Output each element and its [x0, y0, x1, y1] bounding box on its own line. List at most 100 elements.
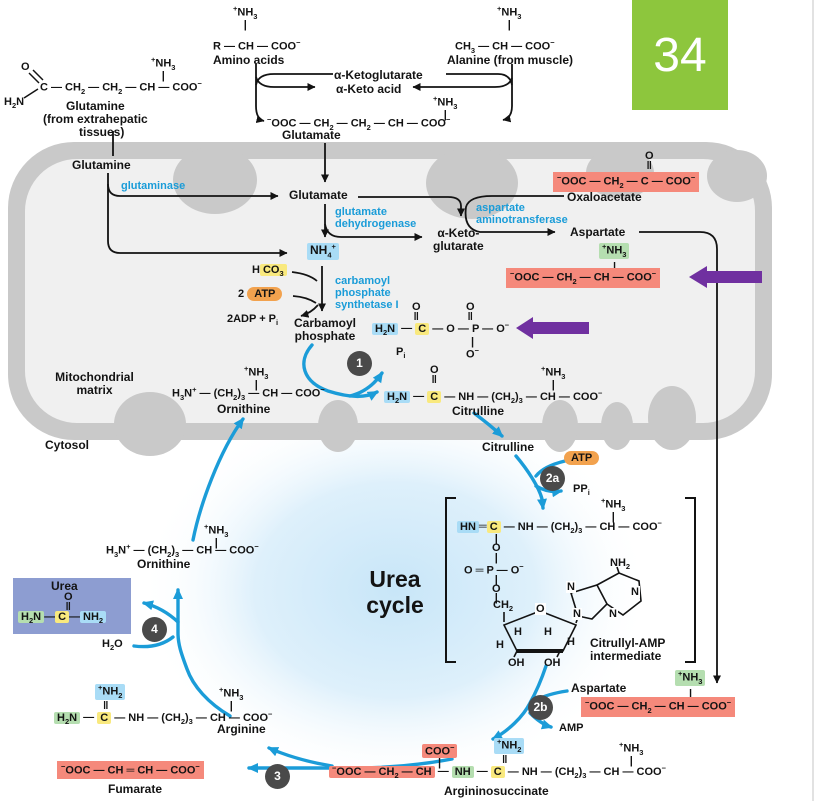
alpha-ketoglutarate-matrix-label: α-Keto-glutarate: [433, 226, 484, 254]
argsuc-bond1: —: [437, 765, 449, 778]
argininosuccinate-coo-bond: |: [438, 757, 442, 769]
argsuc-nh: NH: [451, 765, 474, 778]
cam-c: C: [486, 520, 501, 533]
atp-count: 2: [238, 288, 245, 300]
ribose-adenine-rings: [502, 566, 642, 658]
h2o-label: H2O: [102, 638, 123, 653]
purple-arrow-carbamoyl: [516, 317, 589, 339]
bicarbonate-h: H: [252, 264, 260, 276]
glutamine-h2n: H2N: [4, 96, 25, 111]
fumarate-label: Fumarate: [108, 782, 163, 796]
amino-acids-label: Amino acids: [213, 53, 285, 67]
ornithine-matrix-formula: H3N+ — (CH2)3 — CH — COO−: [172, 385, 325, 402]
citrulline-carbonyl: O‖: [430, 364, 439, 387]
argininosuccinate-label: Argininosuccinate: [444, 784, 549, 798]
urea-bond1: —: [44, 611, 56, 623]
ribose-h1: H: [514, 626, 522, 638]
glutamate-formula: −OOC — CH2 — CH2 — CH — COO−: [267, 115, 451, 132]
adenine-n-right: N: [630, 586, 640, 599]
aspartate-cytosol-formula: −OOC — CH2 — CH — COO−: [581, 697, 736, 718]
ornithine-cytosol-label: Ornithine: [137, 557, 191, 571]
atp-cycle-pill: ATP: [564, 451, 600, 466]
purple-arrow-aspartate: [689, 266, 762, 288]
glutamine-label-line1: Glutamine: [66, 99, 125, 113]
adenine-nh2: NH2: [610, 557, 631, 572]
aspartate-cytosol-bond: |: [689, 688, 693, 700]
alanine-formula: CH3 — CH — COO−: [455, 38, 555, 55]
arginine-nh2-group: +NH2: [95, 683, 126, 701]
ribose-oh2: OH: [544, 657, 561, 669]
aspartate-amine-group: +NH3: [599, 242, 630, 260]
glutamine-label-line2: (from extrahepatic: [43, 112, 148, 126]
black-reaction-arrows: [107, 64, 721, 684]
aspartate-formula: −OOC — CH2 — CH — COO−: [506, 268, 661, 289]
purple-callout-arrows: [516, 266, 762, 339]
slide-number-tab: 34: [632, 0, 728, 110]
glutamine-amine-group: +NH3|: [151, 55, 176, 82]
glutamine-bonds: [23, 69, 44, 99]
amino-acids-formula: R — CH — COO−: [213, 38, 301, 53]
urea-bond2: —: [69, 611, 81, 623]
cam-double-bond: ═: [478, 520, 487, 533]
step-3-badge: 3: [265, 764, 290, 789]
ornithine-cytosol-amine: +NH3|: [204, 522, 229, 549]
step-4-badge: 4: [142, 617, 167, 642]
ribose-o: O: [535, 603, 546, 616]
bicarbonate-co3: CO3: [259, 264, 287, 278]
cytosol-label: Cytosol: [45, 438, 90, 452]
cytosol-glow: [140, 395, 650, 785]
arginine-amine: +NH3|: [219, 685, 244, 712]
cp-chain: — O — P — O−: [432, 320, 510, 335]
arginine-formula: H2N — C — NH — (CH2)3 — CH — COO−: [54, 709, 272, 726]
argininosuccinate-amine: +NH3|: [619, 740, 644, 767]
argininosuccinate-nh2-group: +NH2: [494, 737, 525, 755]
oxaloacetate-carbonyl: O‖: [645, 150, 654, 173]
glutaminase-enzyme-label: glutaminase: [121, 180, 186, 192]
step-1-badge: 1: [347, 351, 372, 376]
cp-bond: —: [401, 322, 413, 335]
urea-nh2: NH2: [80, 611, 107, 625]
alpha-ketoglutarate-label: α-Ketoglutarate: [334, 68, 423, 82]
aspartate-cytosol-label: Aspartate: [571, 681, 627, 695]
citrullyl-amp-amine: +NH3|: [601, 496, 626, 523]
amp-label: AMP: [559, 722, 584, 734]
cristae-lobes: [114, 146, 767, 456]
aspartate-cytosol-amine: +NH3: [675, 669, 706, 687]
slide-edge-line: [812, 0, 814, 801]
citrulline-chain: — NH — (CH2)3 — CH — COO−: [444, 388, 603, 405]
ribose-h2: H: [544, 626, 552, 638]
cp-phosphate-o-bottom: |O−: [466, 336, 479, 362]
atp-input: 2 ATP: [238, 287, 283, 301]
cam-ch2: CH2: [493, 599, 514, 614]
atp-pill: ATP: [247, 287, 283, 301]
adenine-n9: N: [572, 608, 582, 621]
ornithine-matrix-label: Ornithine: [217, 402, 271, 416]
citrulline-formula: H2N — C — NH — (CH2)3 — CH — COO−: [384, 388, 603, 405]
alpha-keto-acid-label: α-Keto acid: [336, 82, 402, 96]
glutamine-formula: C — CH2 — CH2 — CH — COO−: [40, 79, 202, 96]
urea-formula: H2N—C—NH2: [18, 611, 107, 625]
urea-c: C: [55, 611, 70, 623]
cp-c: C: [415, 322, 430, 335]
adenine-n-bottom: N: [608, 608, 618, 621]
glutamine-label-line3: tissues): [79, 125, 125, 139]
glutamine-carbonyl-o: O: [21, 61, 30, 73]
glutamate-structure-label: Glutamate: [282, 128, 341, 142]
arginine-bond: —: [83, 711, 95, 724]
argsuc-chain: — NH — (CH2)3 — CH — COO−: [507, 763, 666, 780]
step-2a-badge: 2a: [540, 466, 565, 491]
carbamoyl-phosphate-formula: H2N — C — O — P — O−: [372, 320, 510, 337]
ppi-label: PPi: [573, 483, 590, 498]
argsuc-pink-segment: −OOC — CH2 — CH: [329, 763, 435, 779]
adenine-n-top: N: [566, 581, 576, 594]
argininosuccinate-formula: −OOC — CH2 — CH — NH — C — NH — (CH2)3 —…: [329, 763, 666, 780]
citrulline-bond: —: [413, 390, 425, 403]
ornithine-cytosol-formula: H3N+ — (CH2)3 — CH — COO−: [106, 542, 259, 559]
step-2b-badge: 2b: [528, 695, 553, 720]
